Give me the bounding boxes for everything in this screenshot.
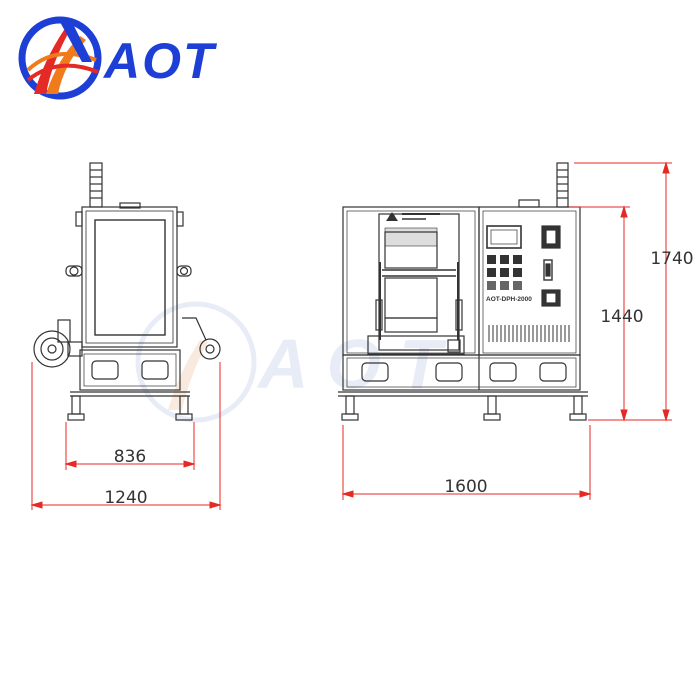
control-keypad (487, 255, 522, 290)
watermark-text: AOT (256, 325, 460, 403)
dimension-1600-line (341, 490, 592, 498)
control-vent-strip (488, 325, 570, 342)
side-view-cabinet (75, 202, 184, 348)
watermark-emblem-icon (135, 301, 257, 423)
dimension-836-label: 836 (114, 447, 146, 467)
watermark: AOT (135, 301, 460, 423)
dimension-1600-label: 1600 (444, 477, 487, 497)
control-switches (541, 225, 561, 307)
dimension-1440-label: 1440 (600, 307, 643, 327)
logo-emblem-icon (18, 16, 102, 100)
aot-logo: AOT (18, 16, 218, 100)
front-view-base (338, 354, 588, 397)
logo-wordmark: AOT (102, 33, 218, 89)
dimension-1740-label: 1740 (650, 249, 693, 269)
hmi-screen (486, 225, 522, 249)
dimension-1440-line (620, 205, 628, 422)
dimension-1740-line (662, 161, 670, 422)
side-view-dimensions (30, 362, 222, 510)
side-view-hoist-column (89, 162, 103, 208)
side-view-base (70, 349, 190, 397)
front-view-hoist-column (556, 162, 569, 208)
dimension-1240-line (30, 501, 222, 509)
dimension-836-line (64, 460, 196, 468)
front-view-legs (341, 395, 587, 421)
side-view-reel (33, 317, 221, 368)
front-view-dimensions (341, 161, 672, 500)
model-plate-label: AOT-DPH-2000 (486, 296, 532, 303)
front-view (338, 162, 588, 421)
side-view (33, 162, 221, 421)
side-view-handles (65, 265, 192, 277)
dimension-1240-label: 1240 (104, 488, 147, 508)
side-view-legs (67, 395, 193, 421)
